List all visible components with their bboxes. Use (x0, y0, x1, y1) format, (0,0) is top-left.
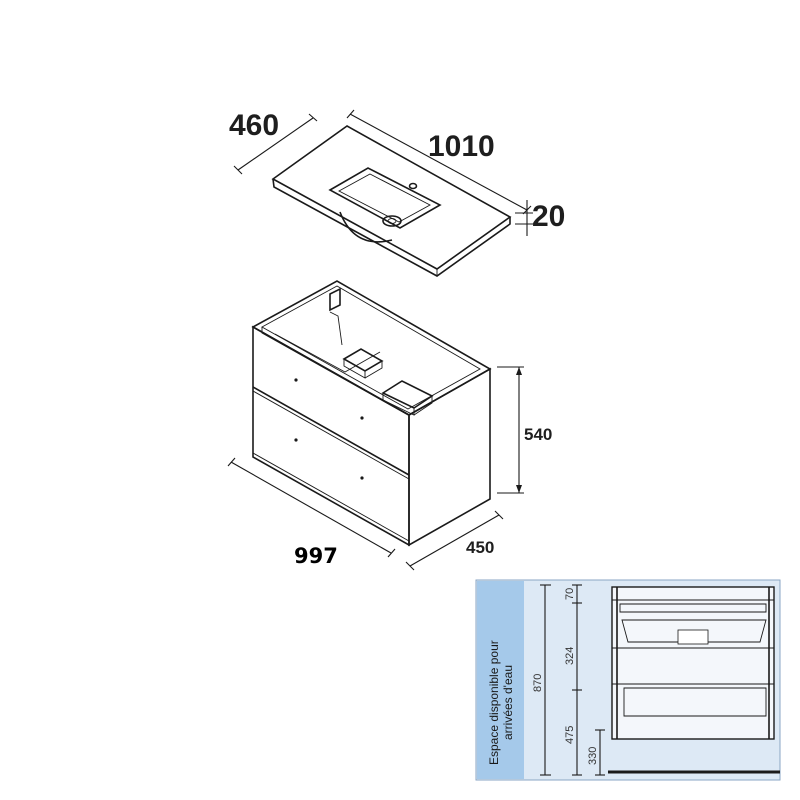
cabinet-width-label: 997 (294, 544, 338, 568)
basin-dimensions: 460 1010 20 (229, 109, 565, 236)
cabinet-drawing (251, 280, 492, 547)
section-dim-70: 70 (564, 588, 576, 600)
cabinet-height-label: 540 (524, 425, 552, 444)
section-dim-324: 324 (564, 647, 576, 665)
section-side-label-line2: arrivées d'eau (501, 665, 515, 740)
cabinet-depth-label: 450 (466, 538, 494, 557)
section-total-label: 870 (532, 674, 544, 692)
section-dim-330: 330 (587, 747, 599, 765)
basin-width-label: 1010 (428, 130, 495, 163)
section-dim-475: 475 (564, 726, 576, 744)
cabinet-dimensions: 540 997 450 (227, 366, 552, 571)
basin-drawing (271, 125, 512, 277)
section-side-label-line1: Espace disponible pour (487, 640, 501, 765)
section-inset: Espace disponible pour arrivées d'eau 87… (475, 579, 781, 781)
basin-thickness-label: 20 (532, 200, 565, 233)
basin-depth-label: 460 (229, 109, 279, 142)
